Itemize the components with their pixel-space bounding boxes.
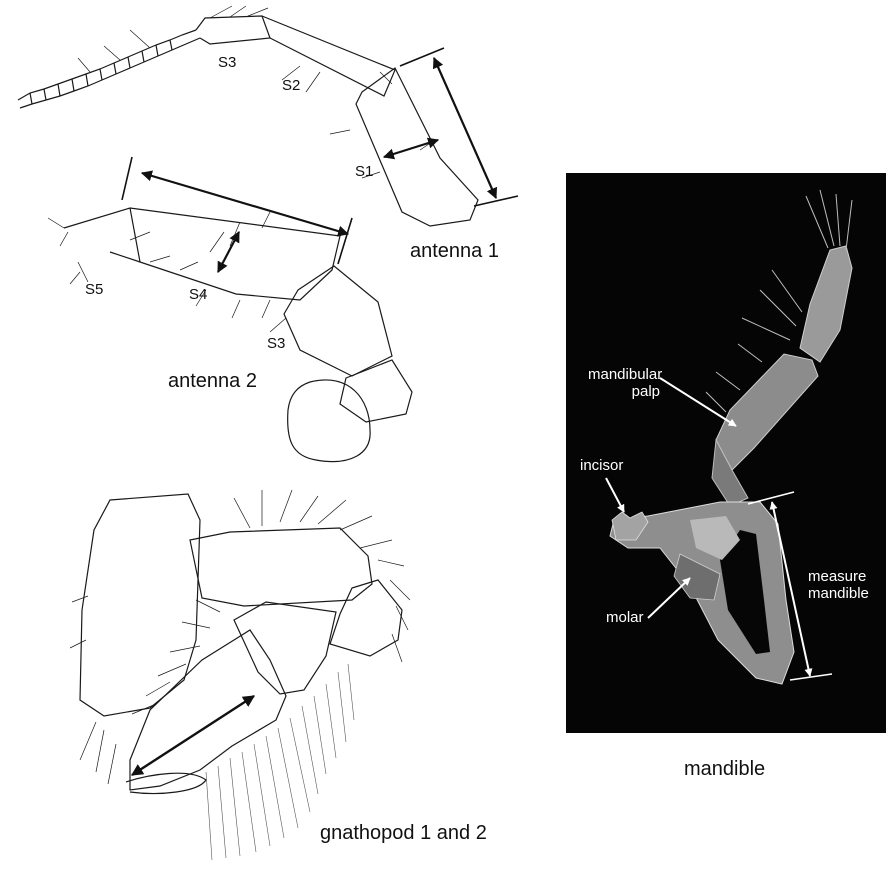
antenna2-segment-s4-label: S4: [189, 286, 207, 303]
antenna2-caption: antenna 2: [168, 370, 257, 393]
gnathopod-drawing: [70, 490, 410, 860]
mandible-caption: mandible: [684, 758, 765, 781]
incisor-label: incisor: [580, 457, 623, 474]
mandibular-palp-label-line1: mandibular: [588, 366, 660, 383]
antenna2-segment-s3-label: S3: [267, 335, 285, 352]
mandibular-palp-label-line2: palp: [588, 383, 660, 400]
measure-mandible-label-line1: measure: [808, 568, 869, 585]
mandible-photo: [566, 173, 886, 733]
mandibular-palp-label: mandibular palp: [588, 366, 660, 400]
antenna1-segment-s2-label: S2: [282, 77, 300, 94]
antenna1-segment-s3-label: S3: [218, 54, 236, 71]
antenna2-segment-s5-label: S5: [85, 281, 103, 298]
antenna2-drawing: [48, 157, 412, 462]
molar-label: molar: [606, 609, 644, 626]
antenna1-caption: antenna 1: [410, 240, 499, 263]
gnathopod-caption: gnathopod 1 and 2: [320, 822, 487, 845]
measure-mandible-label-line2: mandible: [808, 585, 869, 602]
antenna1-segment-s1-label: S1: [355, 163, 373, 180]
antenna1-drawing: [18, 6, 518, 226]
measure-mandible-label: measure mandible: [808, 568, 869, 602]
